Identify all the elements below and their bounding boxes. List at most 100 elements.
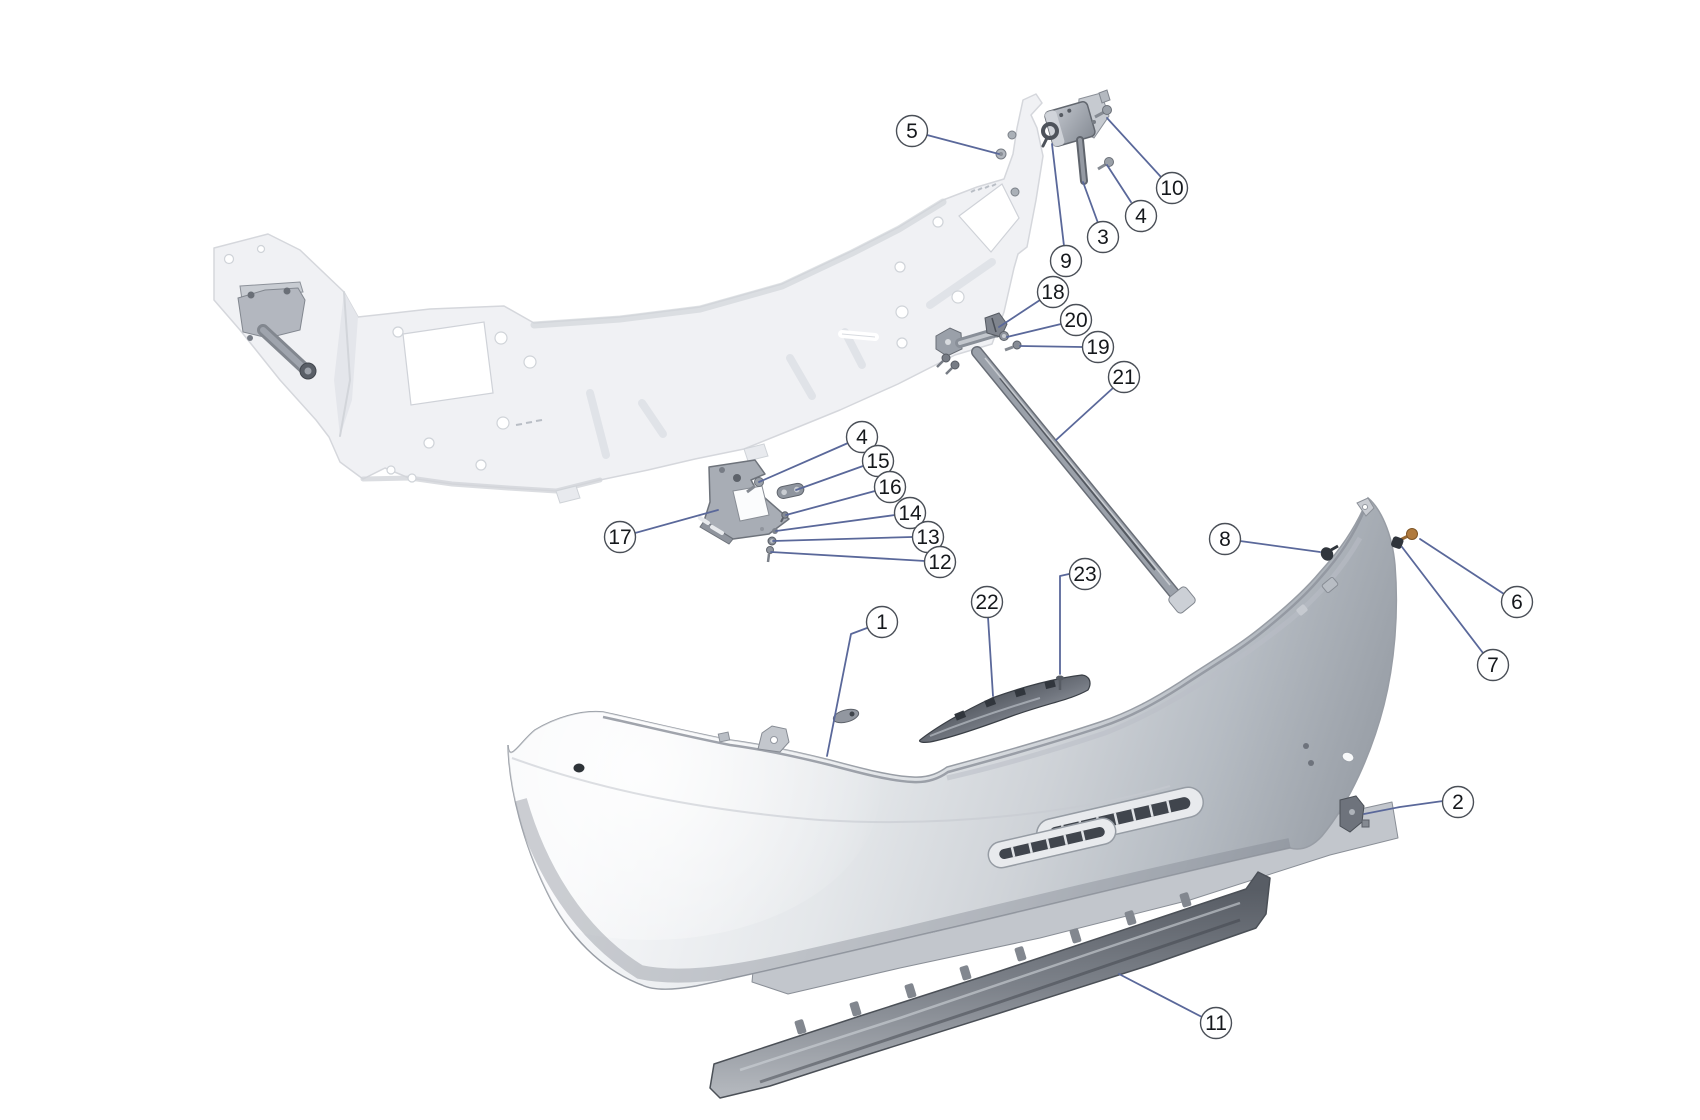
callout-13[interactable]: 13 xyxy=(911,520,945,554)
leader-11 xyxy=(1118,973,1203,1018)
valance-lower-shade xyxy=(759,918,1241,1084)
leader-1 xyxy=(826,627,868,757)
washer-dot xyxy=(760,527,764,531)
leader-4a xyxy=(1106,164,1132,203)
sensor-bracket-tab xyxy=(1098,89,1111,104)
svg-text:23: 23 xyxy=(1073,563,1096,586)
callout-2[interactable]: 2 xyxy=(1441,785,1475,819)
prop-rod-21 xyxy=(971,346,1196,614)
callout-23[interactable]: 23 xyxy=(1068,557,1102,591)
svg-text:15: 15 xyxy=(866,450,889,473)
rear-body-panel xyxy=(213,93,1044,504)
callout-16[interactable]: 16 xyxy=(873,470,907,504)
panel-weld-nuts xyxy=(1007,130,1020,197)
bumper-swoosh-clip xyxy=(1321,576,1339,594)
svg-text:4: 4 xyxy=(1135,205,1147,228)
callout-12[interactable]: 12 xyxy=(923,545,957,579)
callout-3[interactable]: 3 xyxy=(1086,220,1120,254)
screw-part-12 xyxy=(766,546,774,563)
leader-15 xyxy=(795,465,864,491)
pin-part-14 xyxy=(772,528,778,534)
bumper-crease-line xyxy=(511,757,1171,824)
svg-text:12: 12 xyxy=(928,551,951,574)
hinge-bracket-assembly xyxy=(935,312,1022,375)
svg-text:6: 6 xyxy=(1511,591,1523,614)
parking-sensor-hole xyxy=(573,763,585,773)
sensor-screw-4 xyxy=(1097,157,1114,171)
leader-lines xyxy=(634,117,1505,1018)
svg-text:16: 16 xyxy=(878,476,901,499)
leader-6 xyxy=(1419,538,1505,595)
leader-14 xyxy=(775,514,896,532)
leader-18 xyxy=(998,299,1041,328)
trim-serrations xyxy=(954,679,1056,721)
bumper-side-clip-b xyxy=(1308,760,1314,766)
callout-14[interactable]: 14 xyxy=(893,496,927,530)
bolt-part-19 xyxy=(1004,340,1022,352)
left-mount-bracket xyxy=(237,281,306,341)
callout-19[interactable]: 19 xyxy=(1081,330,1115,364)
leader-9 xyxy=(1051,143,1065,247)
callout-4b[interactable]: 4 xyxy=(845,420,879,454)
panel-cutout-right xyxy=(958,183,1020,253)
callout-20[interactable]: 20 xyxy=(1059,303,1093,337)
clamp-bracket-18 xyxy=(984,312,1008,338)
svg-text:17: 17 xyxy=(608,526,631,549)
callout-8[interactable]: 8 xyxy=(1208,522,1242,556)
callout-10[interactable]: 10 xyxy=(1155,171,1189,205)
callout-4a[interactable]: 4 xyxy=(1124,199,1158,233)
grommet-part-7 xyxy=(1391,536,1404,549)
leader-8 xyxy=(1239,540,1321,553)
callout-5[interactable]: 5 xyxy=(895,114,929,148)
bumper-small-clip xyxy=(717,731,731,743)
impact-link-arm xyxy=(257,324,317,380)
svg-text:8: 8 xyxy=(1219,528,1231,551)
svg-text:22: 22 xyxy=(975,591,998,614)
sensor-screw-10 xyxy=(1092,105,1112,124)
callout-21[interactable]: 21 xyxy=(1107,360,1141,394)
svg-text:11: 11 xyxy=(1205,1012,1227,1035)
bumper-highlight xyxy=(508,640,880,940)
callout-6[interactable]: 6 xyxy=(1500,585,1534,619)
bumper-bottom-shadow xyxy=(513,798,1292,983)
lower-valance-11 xyxy=(709,871,1271,1099)
svg-text:5: 5 xyxy=(906,120,918,143)
svg-text:18: 18 xyxy=(1041,281,1064,304)
link-plate-15 xyxy=(776,482,805,499)
center-mount-bracket-17 xyxy=(698,459,790,545)
screw-part-6 xyxy=(1399,528,1418,542)
valance-highlight xyxy=(739,901,1241,1072)
svg-text:3: 3 xyxy=(1097,226,1109,249)
panel-fold-shade xyxy=(334,292,358,436)
leader-13 xyxy=(772,536,913,542)
callout-22[interactable]: 22 xyxy=(970,585,1004,619)
bumper-tip-tab xyxy=(1356,497,1375,517)
callout-11[interactable]: 11 xyxy=(1199,1006,1233,1040)
callout-1[interactable]: 1 xyxy=(865,605,899,639)
svg-text:1: 1 xyxy=(876,611,888,634)
leader-5 xyxy=(926,134,1000,155)
leader-4b xyxy=(758,442,849,483)
bumper-side-sensor-hole xyxy=(1341,751,1355,763)
callouts: 5 9 3 4 10 18 20 19 21 17 4 15 16 14 13 … xyxy=(603,114,1534,1040)
callout-18[interactable]: 18 xyxy=(1036,275,1070,309)
leader-19 xyxy=(1019,345,1083,348)
sensor-assembly xyxy=(1041,89,1114,185)
leader-12 xyxy=(770,551,926,562)
leader-2 xyxy=(1363,800,1444,815)
panel-spot-welds xyxy=(515,183,997,426)
bumper-inner-flange-line xyxy=(946,536,1363,781)
leader-16 xyxy=(785,490,876,516)
svg-text:2: 2 xyxy=(1452,791,1464,814)
callout-17[interactable]: 17 xyxy=(603,520,637,554)
callout-15[interactable]: 15 xyxy=(861,444,895,478)
leader-22 xyxy=(987,616,994,697)
panel-holes xyxy=(223,216,965,483)
leader-17 xyxy=(634,509,719,534)
panel-top-flange-shade xyxy=(530,198,947,329)
callout-7[interactable]: 7 xyxy=(1476,648,1510,682)
callout-9[interactable]: 9 xyxy=(1049,244,1083,278)
leader-20 xyxy=(1006,323,1062,338)
